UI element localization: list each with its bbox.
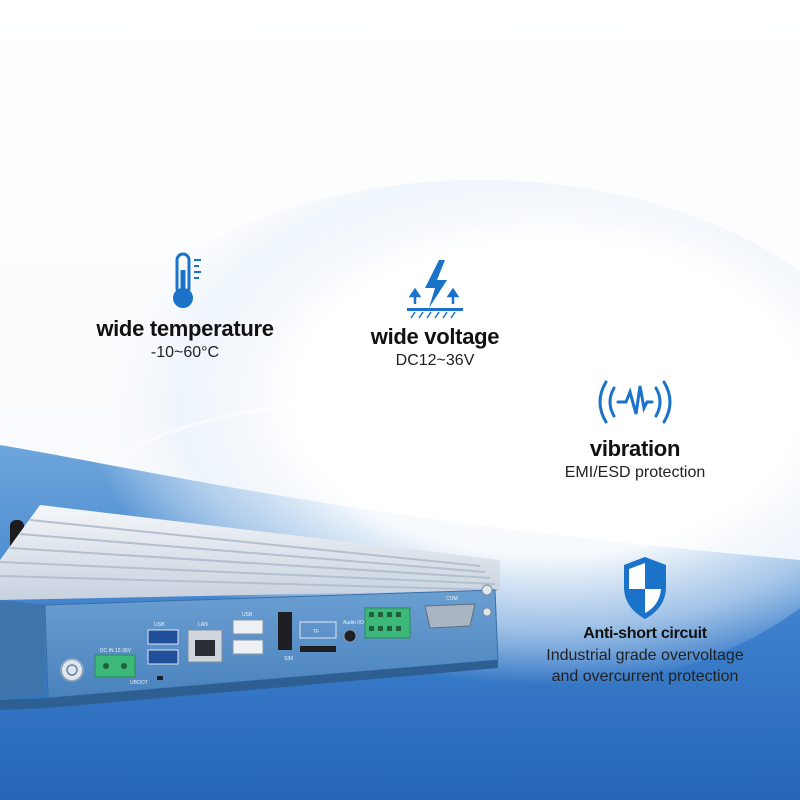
- audio-label: Audio I/O: [343, 620, 364, 626]
- feature-wide-temperature: wide temperature -10~60°C: [90, 250, 280, 362]
- lan-label: LAN: [198, 622, 208, 628]
- feature-title: wide voltage: [370, 324, 500, 349]
- com-port: [424, 603, 476, 629]
- usb-left-label: USB: [154, 622, 165, 628]
- dc-in-label: DC IN 12-36V: [100, 648, 132, 654]
- usb-port: [232, 619, 264, 635]
- feature-title: Anti-short circuit: [583, 625, 707, 642]
- feature-vibration: vibration EMI/ESD protection: [550, 372, 720, 482]
- tf-slot: [299, 621, 337, 639]
- thermometer-icon: [173, 252, 201, 308]
- usb-port: [232, 639, 264, 655]
- feature-subtitle: EMI/ESD protection: [564, 464, 706, 481]
- shield-icon: [624, 557, 666, 619]
- feature-subtitle: DC12~36V: [395, 352, 475, 369]
- feature-subtitle-line-2: and overcurrent protection: [551, 668, 739, 685]
- feature-anti-short-circuit: Anti-short circuit Industrial grade over…: [520, 555, 770, 687]
- usb-port: [147, 629, 179, 645]
- power-button-icon: [60, 658, 84, 682]
- uboot-label: UBOOT: [130, 680, 148, 686]
- dc-in-terminal: [94, 654, 136, 678]
- feature-title: wide temperature: [96, 316, 274, 341]
- lightning-voltage-icon: [407, 260, 463, 319]
- sim-slot: [300, 646, 336, 652]
- feature-subtitle: -10~60°C: [150, 344, 220, 361]
- hdmi-port: [278, 612, 292, 650]
- audio-jack: [343, 629, 357, 643]
- feature-title: vibration: [589, 436, 681, 461]
- tf-label: TF: [313, 629, 319, 635]
- sim-label: SIM: [284, 656, 293, 662]
- com-label: COM: [446, 596, 458, 602]
- usb-port: [147, 649, 179, 665]
- feature-wide-voltage: wide voltage DC12~36V: [360, 258, 510, 370]
- feature-subtitle-line-1: Industrial grade overvoltage: [546, 647, 744, 664]
- usb-right-label: USB: [242, 612, 253, 618]
- vibration-wave-icon: [598, 380, 672, 424]
